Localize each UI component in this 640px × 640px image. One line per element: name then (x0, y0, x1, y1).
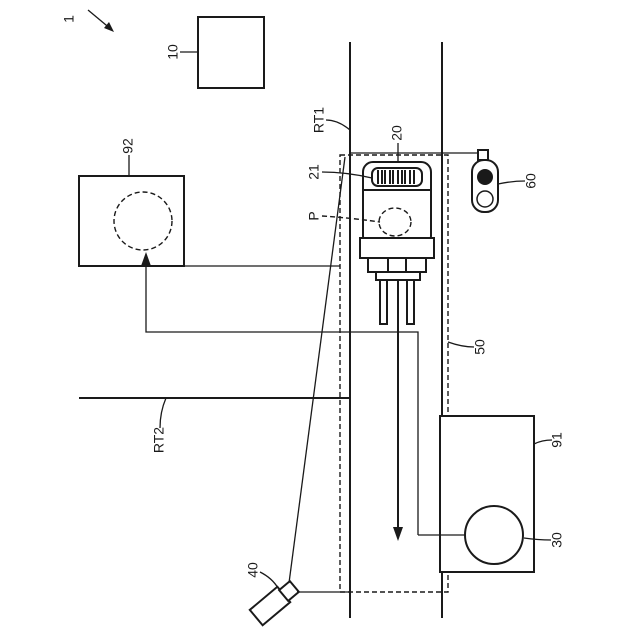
server-box (198, 17, 264, 88)
signal-arrow (141, 252, 418, 535)
label-wheel-sensor: 30 (549, 532, 565, 548)
traffic-light-leader (498, 181, 525, 184)
traffic-light-lamp-off (477, 191, 493, 207)
label-detection-area: 50 (472, 339, 488, 355)
camera-leader (260, 572, 278, 588)
label-person: P (306, 211, 322, 220)
traffic-light-lamp-on (477, 169, 493, 185)
label-traffic-light: 60 (523, 173, 539, 189)
vehicle-wheel-right (406, 258, 426, 272)
traffic-light-mount (478, 150, 488, 160)
camera (250, 581, 299, 625)
label-system: 1 (61, 15, 77, 23)
label-server: 10 (165, 44, 181, 60)
vehicle-fork-left (380, 280, 387, 324)
route-1-leader (326, 120, 350, 130)
vehicle-rear-bumper (360, 238, 434, 258)
label-route-2: RT2 (151, 427, 167, 453)
system-arrow (88, 10, 114, 32)
label-vehicle: 20 (389, 125, 405, 141)
route-2-leader (160, 398, 166, 428)
label-route-1: RT1 (311, 107, 327, 133)
vehicle-fork-base (376, 272, 420, 280)
display-box (79, 176, 184, 266)
vehicle-wheel-left (368, 258, 388, 272)
vehicle-fork-right (407, 280, 414, 324)
label-display: 92 (120, 138, 136, 154)
vehicle-hitch (388, 258, 406, 272)
travel-direction-arrow (393, 280, 403, 541)
label-vehicle-marker: 21 (306, 164, 322, 180)
detection-area-leader (448, 342, 474, 347)
label-camera: 40 (245, 562, 261, 578)
